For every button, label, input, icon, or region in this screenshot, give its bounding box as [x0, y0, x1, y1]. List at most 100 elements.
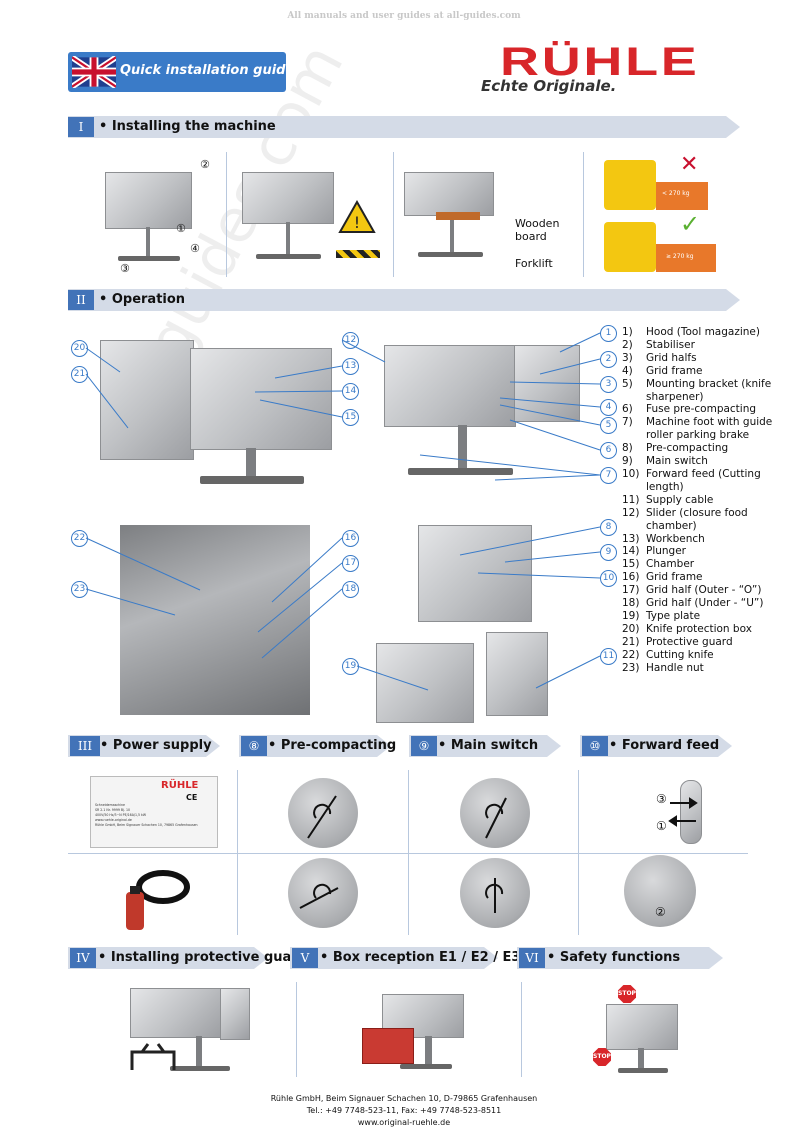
callout-5: 5: [600, 417, 617, 434]
machine-leg: [458, 425, 467, 470]
main-switch-dial-1: [460, 778, 530, 848]
divider: [296, 982, 297, 1077]
forklift-icon: [604, 222, 656, 272]
weight-high-label: ≥ 270 kg: [666, 253, 694, 260]
forward-feed-dial: [624, 855, 696, 927]
forklift-weight-info: < 270 kg ✕ ≥ 270 kg ✓: [600, 152, 725, 277]
control-panel-photo: [418, 525, 532, 622]
machine-leg: [196, 1036, 202, 1066]
stop-sign-icon: STOP: [618, 985, 636, 1003]
legend-item: 9)Main switch: [622, 455, 776, 468]
legend-number: 15): [622, 558, 640, 571]
machine-leg: [638, 1048, 644, 1070]
machine-leg: [450, 220, 454, 252]
legend-number: 5): [622, 377, 633, 390]
legend-item: 1)Hood (Tool magazine): [622, 326, 776, 339]
machine-base: [418, 252, 483, 257]
plate-text: Schneidemaschine SR 2.1 Nr. 9999 Bj. 10 …: [95, 803, 198, 827]
load-box: [656, 244, 716, 272]
callout-19: 19: [342, 658, 359, 675]
brand-slogan: Echte Originale.: [481, 77, 617, 95]
legend-text: Pre-compacting: [646, 442, 729, 455]
callout-4: 4: [600, 399, 617, 416]
ruehle-logo: RÜHLE: [500, 40, 700, 84]
rotate-arrows-icon: [485, 797, 507, 913]
legend-number: 10): [622, 467, 640, 480]
section-title-safety: • Safety functions: [547, 950, 681, 965]
legend-number: 16): [622, 571, 640, 584]
legend-number: 11): [622, 493, 640, 506]
callout-17: 17: [342, 555, 359, 572]
legend-number: 18): [622, 597, 640, 610]
callout-10: 10: [600, 570, 617, 587]
section-title-precompacting: • Pre-compacting: [268, 738, 397, 753]
legend-number: 17): [622, 584, 640, 597]
guide-title: Quick installation guide: [120, 63, 295, 78]
legend-text: Forward feed (Cutting length): [646, 467, 761, 493]
hood-open-photo: [514, 345, 580, 422]
legend-item: 23) Handle nut: [622, 662, 776, 675]
machine-leg: [286, 222, 290, 254]
guard-frame-icon: [130, 1043, 176, 1070]
ce-mark: CE: [186, 793, 198, 802]
machine-base: [256, 254, 321, 259]
step-label-1: ①: [176, 222, 186, 235]
section-number-vi: VI: [519, 948, 545, 968]
legend-number: 20): [622, 622, 640, 635]
legend-text: Grid frame: [646, 571, 703, 584]
legend-number: 19): [622, 609, 640, 622]
callout-7: 7: [600, 467, 617, 484]
section-bar-operation: [68, 289, 740, 311]
legend-item: 6)Fuse pre-compacting: [622, 403, 776, 416]
callout-21: 21: [71, 366, 88, 383]
supply-cable-photo: [486, 632, 548, 716]
legend-text: Machine foot with guide roller parking b…: [646, 416, 773, 442]
legend-item: 22)Cutting knife: [622, 649, 776, 662]
callout-16: 16: [342, 530, 359, 547]
rotate-arrows-icon: [299, 795, 339, 909]
feed-label-3: ③: [656, 792, 667, 806]
stop-sign-icon: STOP: [593, 1048, 611, 1066]
section-title-power: • Power supply: [100, 738, 212, 753]
section-title-forward-feed: • Forward feed: [609, 738, 720, 753]
legend-item: 10) Forward feed (Cutting length): [622, 468, 776, 494]
legend-text: Main switch: [646, 455, 708, 468]
type-plate-photo: [376, 643, 474, 723]
red-crate: [362, 1028, 414, 1064]
legend-number: 14): [622, 545, 640, 558]
hood-photo: [220, 988, 250, 1040]
section-title-box-reception: • Box reception E1 / E2 / E3: [320, 950, 521, 965]
legend-number: 13): [622, 532, 640, 545]
legend-text: Supply cable: [646, 493, 714, 506]
check-icon: ✓: [680, 210, 701, 238]
safety-machine-photo: [606, 1004, 678, 1050]
callout-18: 18: [342, 581, 359, 598]
section-title-installing: • Installing the machine: [99, 119, 276, 134]
legend-text: Handle nut: [646, 661, 704, 674]
warning-icon: !: [338, 200, 376, 233]
legend-number: 23): [622, 661, 640, 674]
step-label-3: ③: [120, 262, 130, 275]
feed-arrows-icon: [668, 797, 698, 827]
callout-13: 13: [342, 358, 359, 375]
machine-base: [408, 468, 513, 475]
machine-front-photo: [384, 345, 516, 427]
legend-text: Slider (closure food chamber): [646, 506, 748, 532]
section-bar-power: [68, 735, 220, 757]
machine-image: [105, 172, 192, 229]
protective-guard-photo: [130, 988, 222, 1038]
section-bar-installing: [68, 116, 740, 138]
divider: [393, 152, 394, 277]
callout-12: 12: [342, 332, 359, 349]
legend-text: Stabiliser: [646, 338, 695, 351]
machine-base: [170, 1066, 230, 1071]
plate-brand: RÜHLE: [161, 780, 199, 791]
machine-base: [618, 1068, 668, 1073]
section-title-main-switch: • Main switch: [438, 738, 539, 753]
machine-leg: [146, 227, 150, 257]
watermark-top: All manuals and user guides at all-guide…: [287, 11, 521, 21]
cross-icon: ✕: [680, 152, 699, 177]
callout-8: 8: [600, 519, 617, 536]
legend-text: Fuse pre-compacting: [646, 403, 757, 416]
